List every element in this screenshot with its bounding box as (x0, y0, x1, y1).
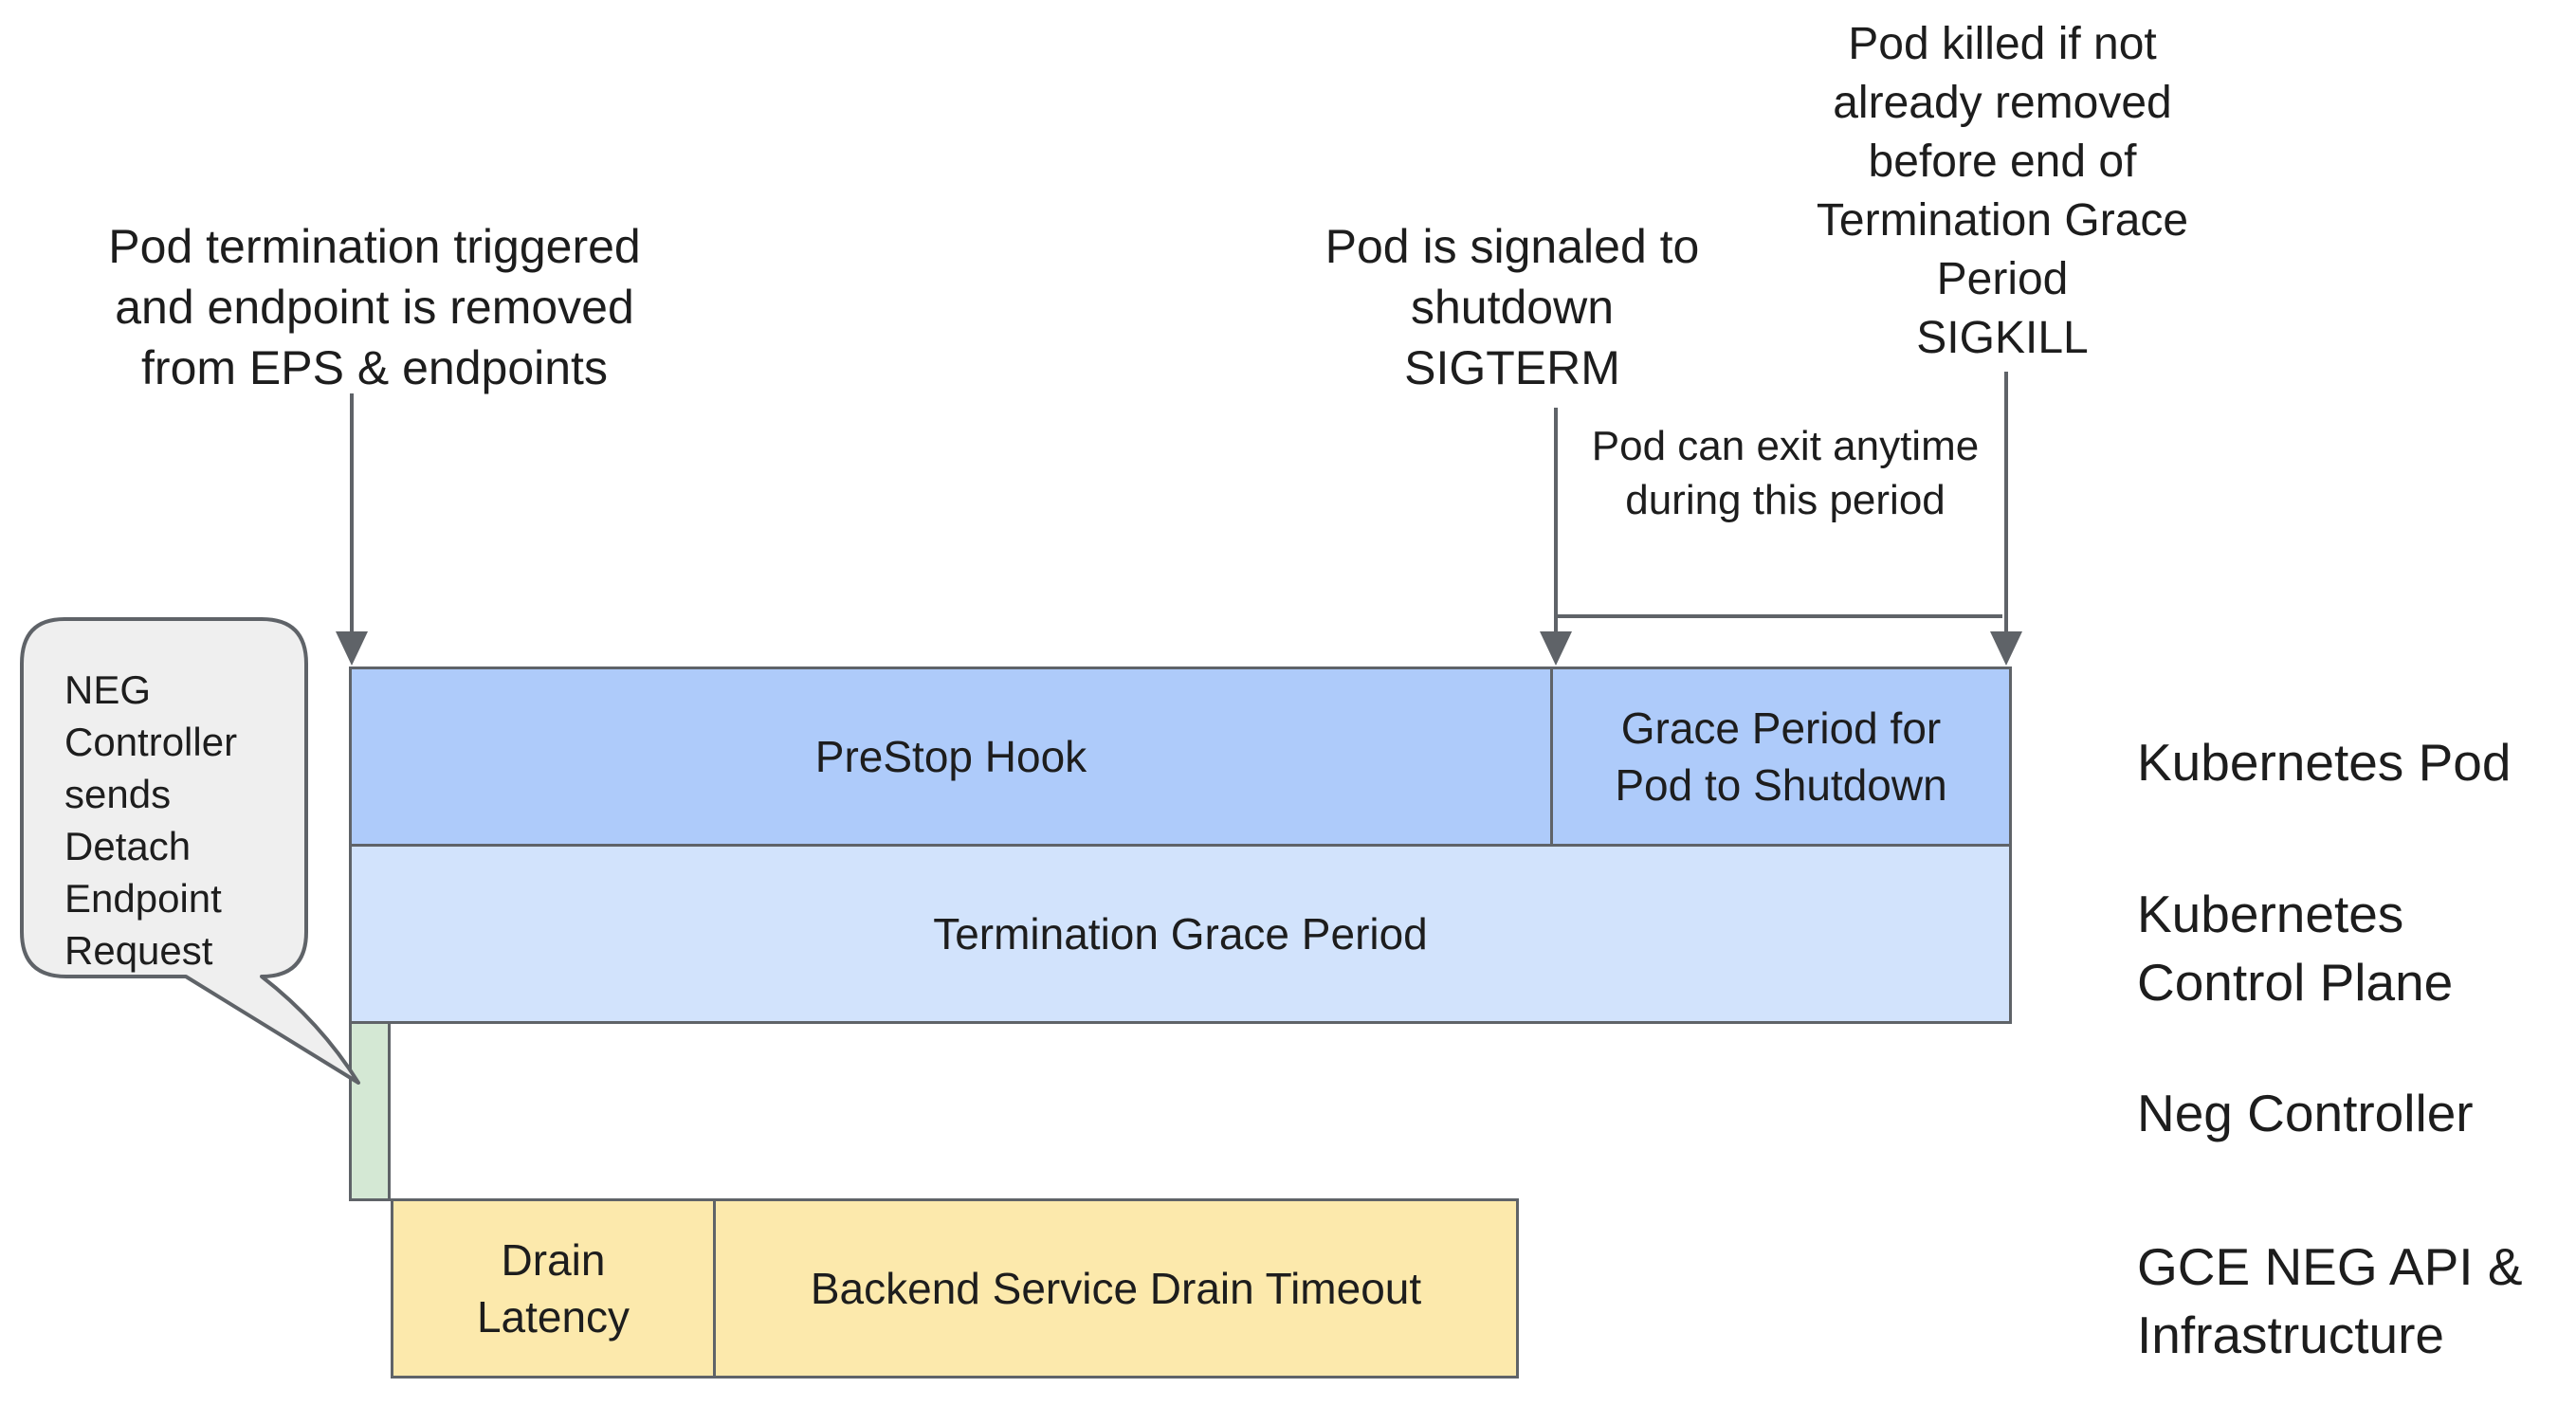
annotation-pod-termination-triggered: Pod termination triggered and endpoint i… (108, 220, 641, 394)
annotation-sigkill: Pod killed if not already removed before… (1816, 19, 2189, 363)
bar-backend-service-drain-timeout: Backend Service Drain Timeout (713, 1198, 1519, 1379)
row-label-neg-controller: Neg Controller (2137, 1084, 2474, 1142)
row-label-kubernetes-control-plane: Kubernetes Control Plane (2137, 885, 2454, 1012)
bar-backend-drain-label: Backend Service Drain Timeout (810, 1264, 1422, 1313)
row-label-kubernetes-pod: Kubernetes Pod (2137, 733, 2512, 792)
bar-neg-controller-detach (349, 1021, 391, 1201)
bar-prestop-hook-label: PreStop Hook (814, 732, 1087, 781)
bar-grace-period-pod-shutdown: Grace Period for Pod to Shutdown (1550, 666, 2012, 847)
bar-termination-grace-period: Termination Grace Period (349, 844, 2012, 1024)
bar-drain-latency: Drain Latency (391, 1198, 716, 1379)
bar-prestop-hook: PreStop Hook (349, 666, 1553, 847)
down-arrow-sigterm-head (1540, 631, 1572, 666)
bar-termination-grace-period-label: Termination Grace Period (933, 909, 1428, 959)
speech-bubble-text: NEG Controller sends Detach Endpoint Req… (64, 667, 238, 973)
down-arrow-sigkill-head (1990, 631, 2022, 666)
annotation-sigterm: Pod is signaled to shutdown SIGTERM (1325, 220, 1700, 394)
row-label-gce-neg-api-infrastructure: GCE NEG API & Infrastructure (2137, 1237, 2523, 1364)
bar-drain-latency-label: Drain Latency (476, 1235, 630, 1342)
bar-grace-period-label: Grace Period for Pod to Shutdown (1615, 703, 1947, 810)
annotation-pod-can-exit: Pod can exit anytime during this period (1591, 423, 1980, 523)
down-arrow-pod-termination-head (336, 631, 368, 666)
